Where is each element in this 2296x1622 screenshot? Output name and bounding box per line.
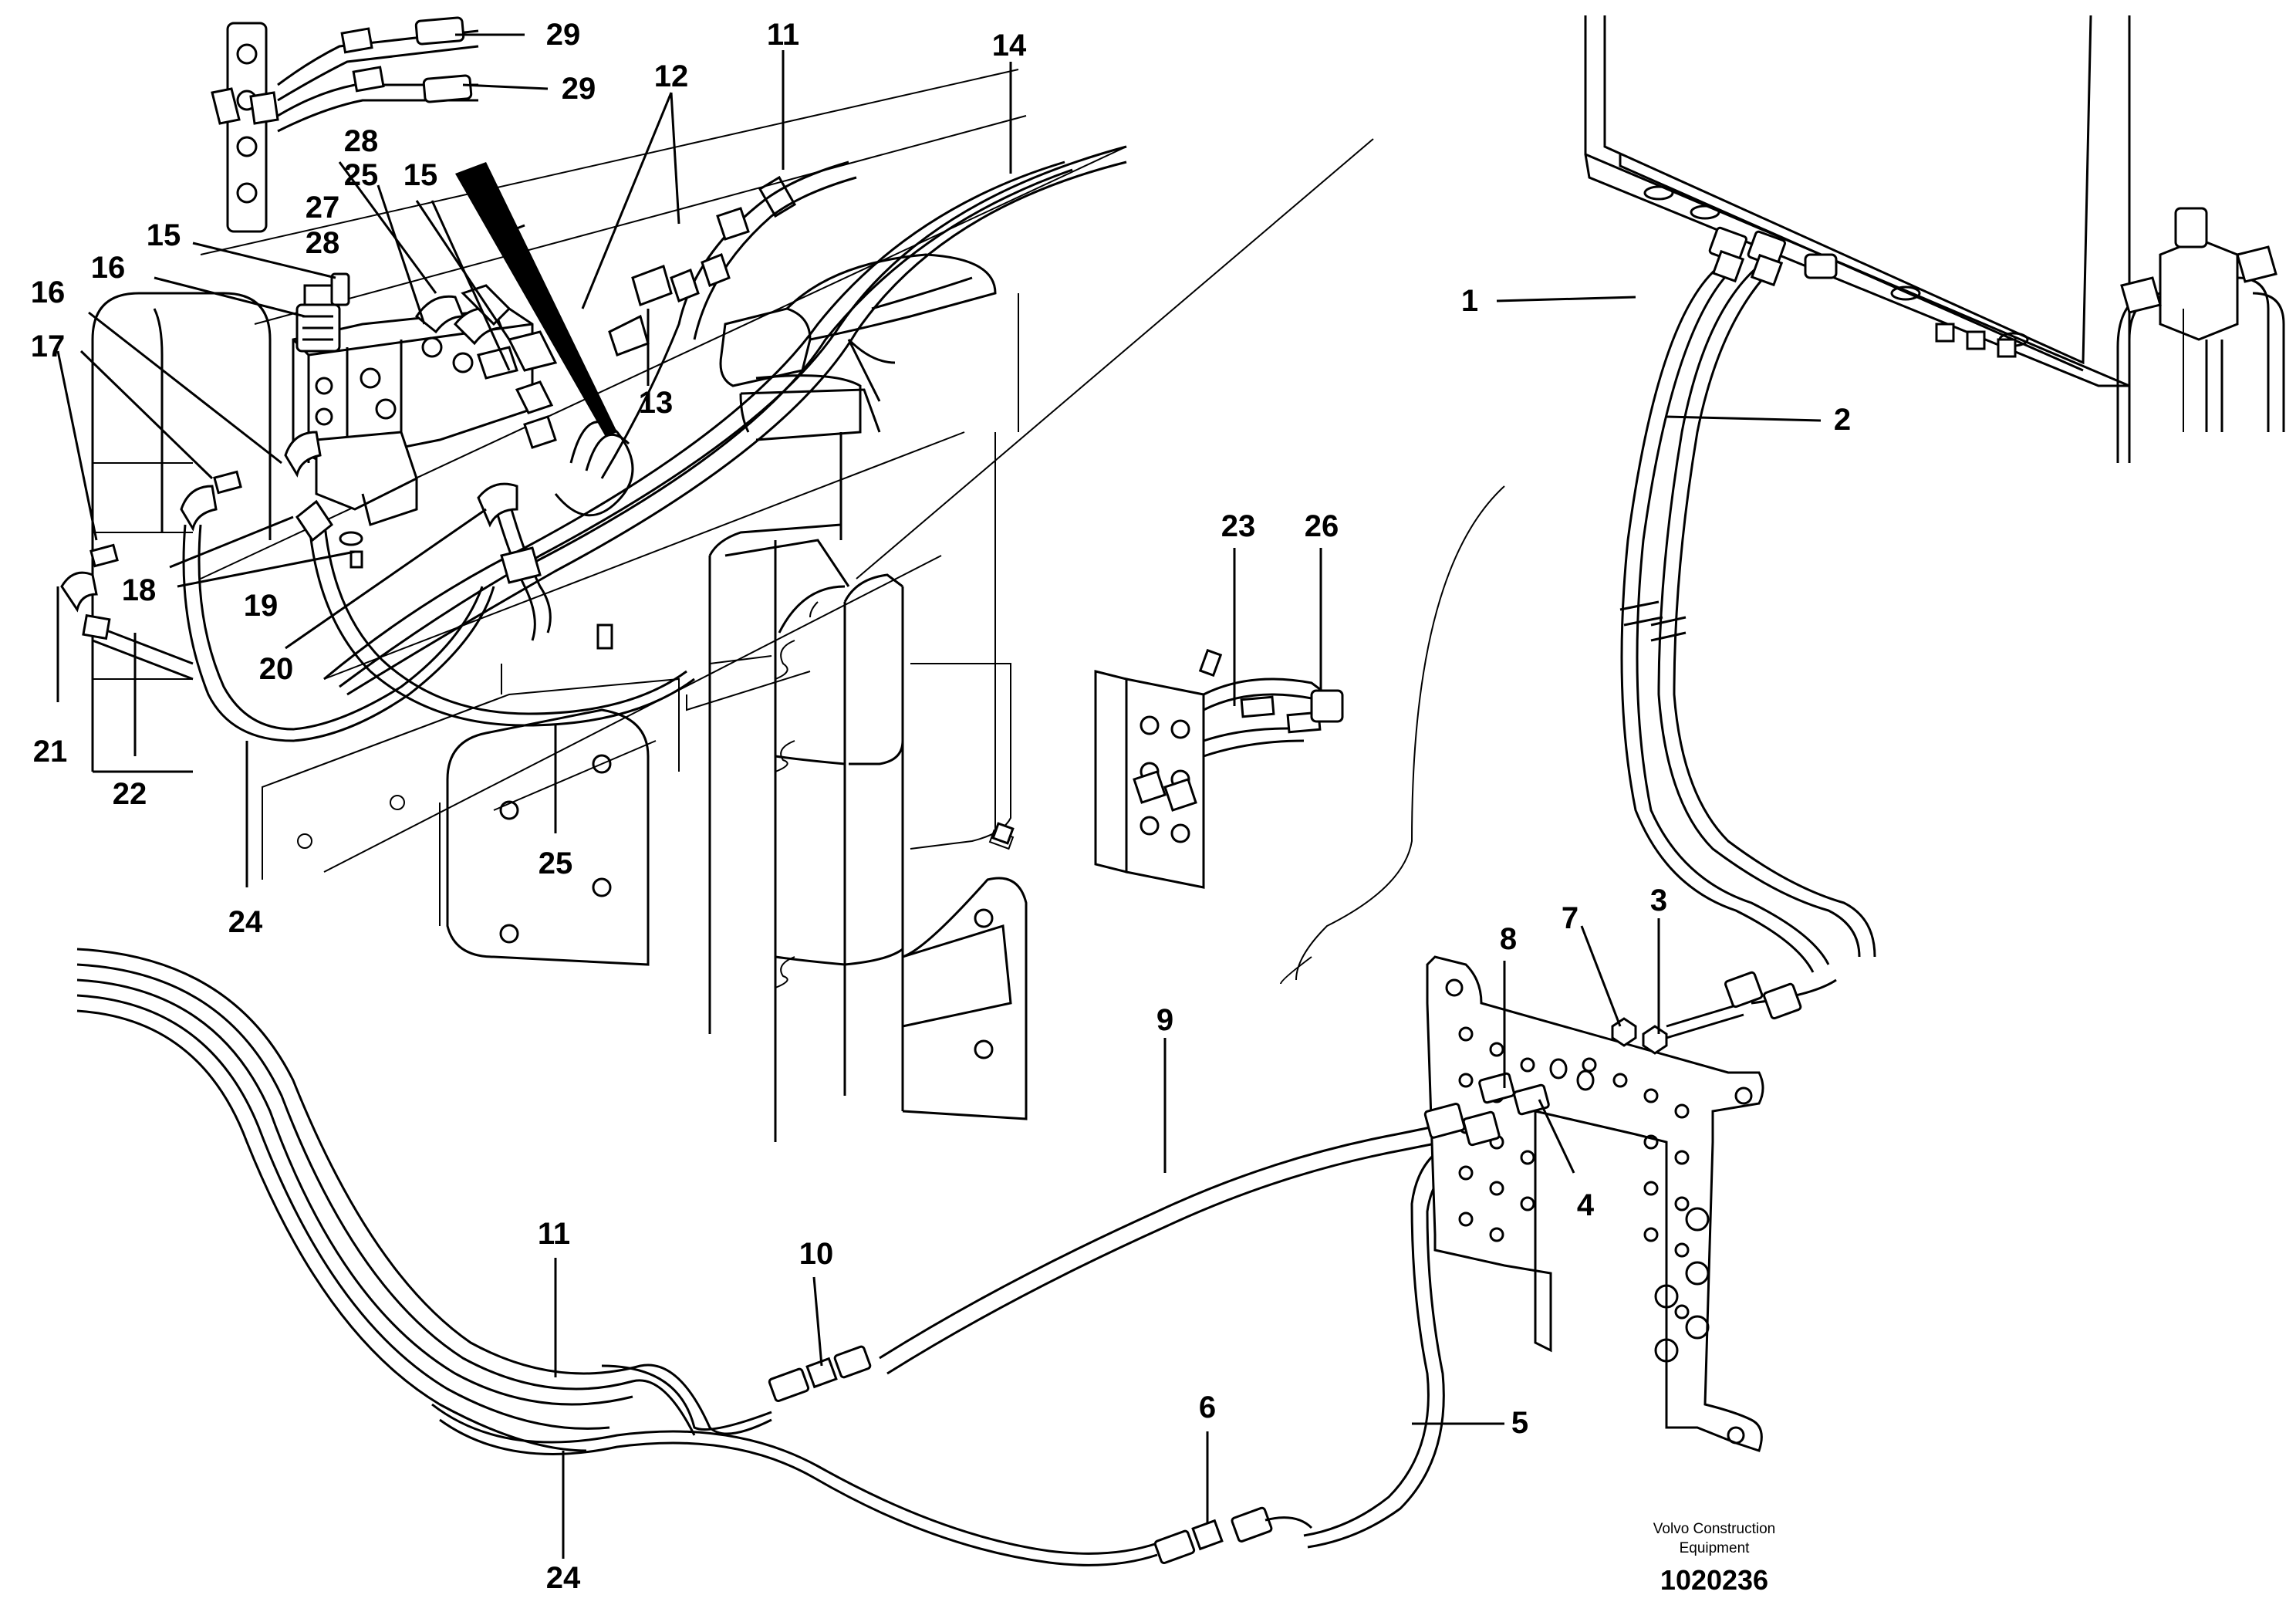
callout-26: 28: [344, 124, 379, 158]
callout-8: 8: [1500, 922, 1517, 956]
callout-2: 2: [1834, 403, 1851, 437]
callout-5: 5: [1511, 1406, 1528, 1440]
callout-24-left: 22: [113, 777, 147, 811]
drawing-number: 1020236: [1660, 1564, 1768, 1596]
callout-10: 10: [799, 1237, 834, 1271]
credit-line-2: Equipment: [1680, 1540, 1751, 1556]
callouts: 29 29 11 14 12 13 28 25 15 27 28 15 16 1…: [31, 18, 1851, 1595]
callout-29-top: 29: [562, 72, 596, 106]
small-bracket: [991, 648, 1344, 889]
callout-28-mid: 28: [306, 226, 340, 260]
callout-15-top: 14: [992, 29, 1027, 63]
callout-11-bottom: 11: [538, 1217, 570, 1251]
callout-7: 7: [1562, 901, 1578, 935]
leader-lines: [56, 33, 1822, 1559]
callout-28-top: 29: [546, 18, 581, 52]
callout-4: 4: [1577, 1188, 1595, 1222]
callout-1: 1: [1461, 284, 1478, 318]
title-block: Volvo Construction Equipment 1020236: [1653, 1521, 1775, 1596]
valve-block: [60, 16, 750, 650]
indicator-arrow: [455, 162, 617, 437]
callout-11-top: 11: [767, 18, 799, 52]
callout-29-mid: 25: [344, 158, 379, 192]
hose-runs: [76, 145, 1876, 1566]
callout-25-mid: 26: [1305, 509, 1339, 543]
lower-couplings: [768, 1345, 1313, 1564]
callout-13: 13: [639, 386, 674, 420]
cab-panel: [1584, 15, 2285, 463]
callout-25-left: 25: [539, 846, 573, 880]
callout-27: 27: [306, 191, 340, 225]
callout-20: 24: [228, 905, 263, 939]
callout-16-top: 16: [31, 275, 66, 309]
callout-18: 16: [91, 251, 126, 285]
callout-15-bottom: 24: [546, 1561, 581, 1595]
callout-19: 17: [31, 329, 66, 363]
callout-23: 21: [33, 735, 68, 769]
callout-22: 19: [244, 589, 279, 623]
callout-9: 9: [1156, 1003, 1173, 1037]
credit-line-1: Volvo Construction: [1653, 1521, 1775, 1537]
callout-16-bottom: 20: [259, 652, 294, 686]
callout-3: 3: [1650, 884, 1667, 917]
callout-12: 12: [654, 59, 689, 93]
callout-24-mid: 23: [1221, 509, 1256, 543]
callout-6: 6: [1199, 1391, 1216, 1424]
machine-frame: [91, 69, 1505, 1142]
callout-21: 18: [122, 573, 157, 607]
mounting-plate: [1423, 955, 1802, 1452]
callout-14: 15: [403, 158, 438, 192]
callout-17: 15: [147, 218, 181, 252]
